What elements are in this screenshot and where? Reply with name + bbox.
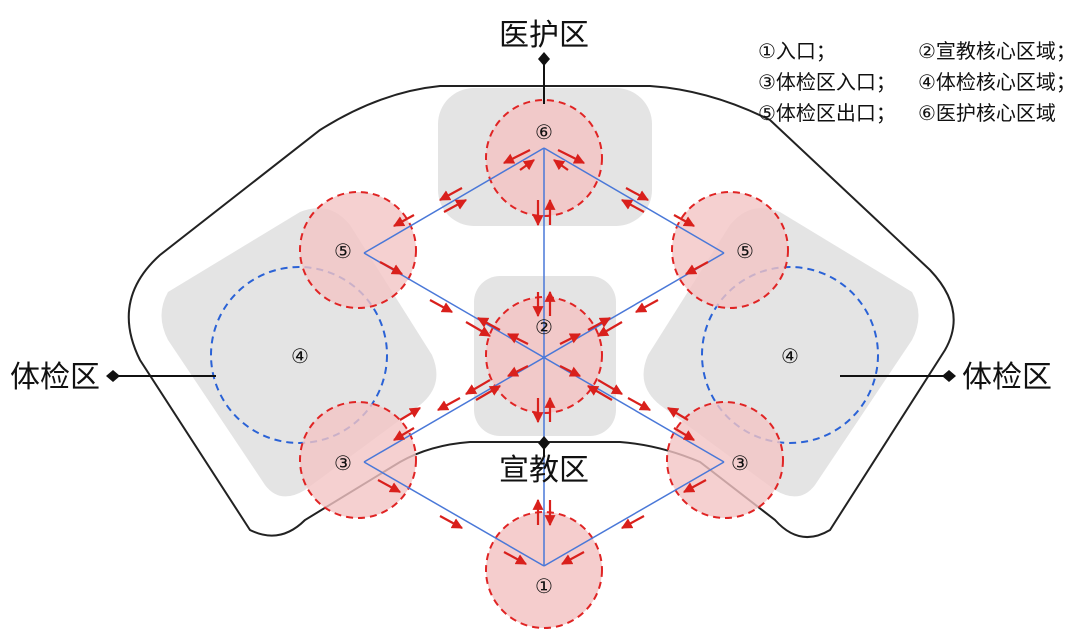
legend-item-3: ③体检区入口； [758,70,896,94]
flow-arrows [377,149,709,565]
node-circle-3-left [299,401,417,519]
legend-item-5: ⑤体检区出口； [758,101,896,125]
node-label-4-right: ④ [781,344,799,368]
legend-item-1: ①入口； [758,39,836,63]
path-lines [363,147,725,567]
node-circle-5-right [671,191,789,309]
zone-label-education: 宣教区 [499,453,589,488]
zone-label-medical: 医护区 [499,18,589,53]
legend-item-2: ②宣教核心区域； [918,39,1076,63]
legend-item-4: ④体检核心区域； [918,70,1076,94]
legend: ①入口； ②宣教核心区域； ③体检区入口； ④体检核心区域； ⑤体检区出口； ⑥… [758,39,1076,125]
legend-item-6: ⑥医护核心区域 [918,101,1056,125]
exam-core-right [701,266,879,444]
node-label-3-right: ③ [731,451,749,475]
node-label-4-left: ④ [291,344,309,368]
node-label-3-left: ③ [334,451,352,475]
node-label-2: ② [535,315,553,339]
node-label-1: ① [535,574,553,598]
zone-label-exam-left: 体检区 [10,360,100,395]
node-label-6: ⑥ [535,120,553,144]
zone-label-exam-right: 体检区 [962,360,1052,395]
node-label-5-right: ⑤ [736,239,754,263]
node-circle-5-left [299,191,417,309]
node-circle-3-right [666,401,784,519]
node-circle-1 [485,511,603,629]
exam-core-left [210,266,388,444]
leader-diamonds [106,52,956,450]
node-label-5-left: ⑤ [334,239,352,263]
